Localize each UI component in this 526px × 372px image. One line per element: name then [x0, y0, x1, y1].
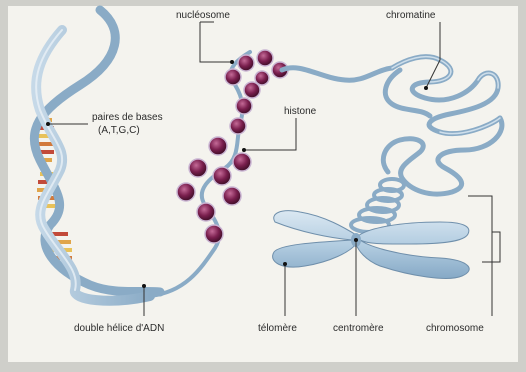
- histone-bead: [225, 69, 241, 85]
- histone-bead: [236, 98, 252, 114]
- histone-bead: [209, 137, 227, 155]
- label-chromosome: chromosome: [426, 323, 484, 334]
- label-histone: histone: [284, 106, 317, 117]
- label-bases-list: (A,T,G,C): [98, 125, 140, 136]
- histone-bead: [213, 167, 231, 185]
- histone-bead: [189, 159, 207, 177]
- histone-bead: [238, 55, 254, 71]
- label-paires-de-bases: paires de bases: [92, 112, 163, 123]
- label-double-helice: double hélice d'ADN: [74, 323, 164, 334]
- histone-bead: [205, 225, 223, 243]
- histone-bead: [257, 50, 273, 66]
- label-telomere: télomère: [258, 323, 297, 334]
- label-chromatine: chromatine: [386, 10, 436, 21]
- label-nucleosome: nucléosome: [176, 10, 230, 21]
- histone-bead: [177, 183, 195, 201]
- histone-bead: [233, 153, 251, 171]
- histone-bead: [197, 203, 215, 221]
- histone-bead: [223, 187, 241, 205]
- histone-bead: [244, 82, 260, 98]
- histone-bead: [230, 118, 246, 134]
- label-centromere: centromère: [333, 323, 384, 334]
